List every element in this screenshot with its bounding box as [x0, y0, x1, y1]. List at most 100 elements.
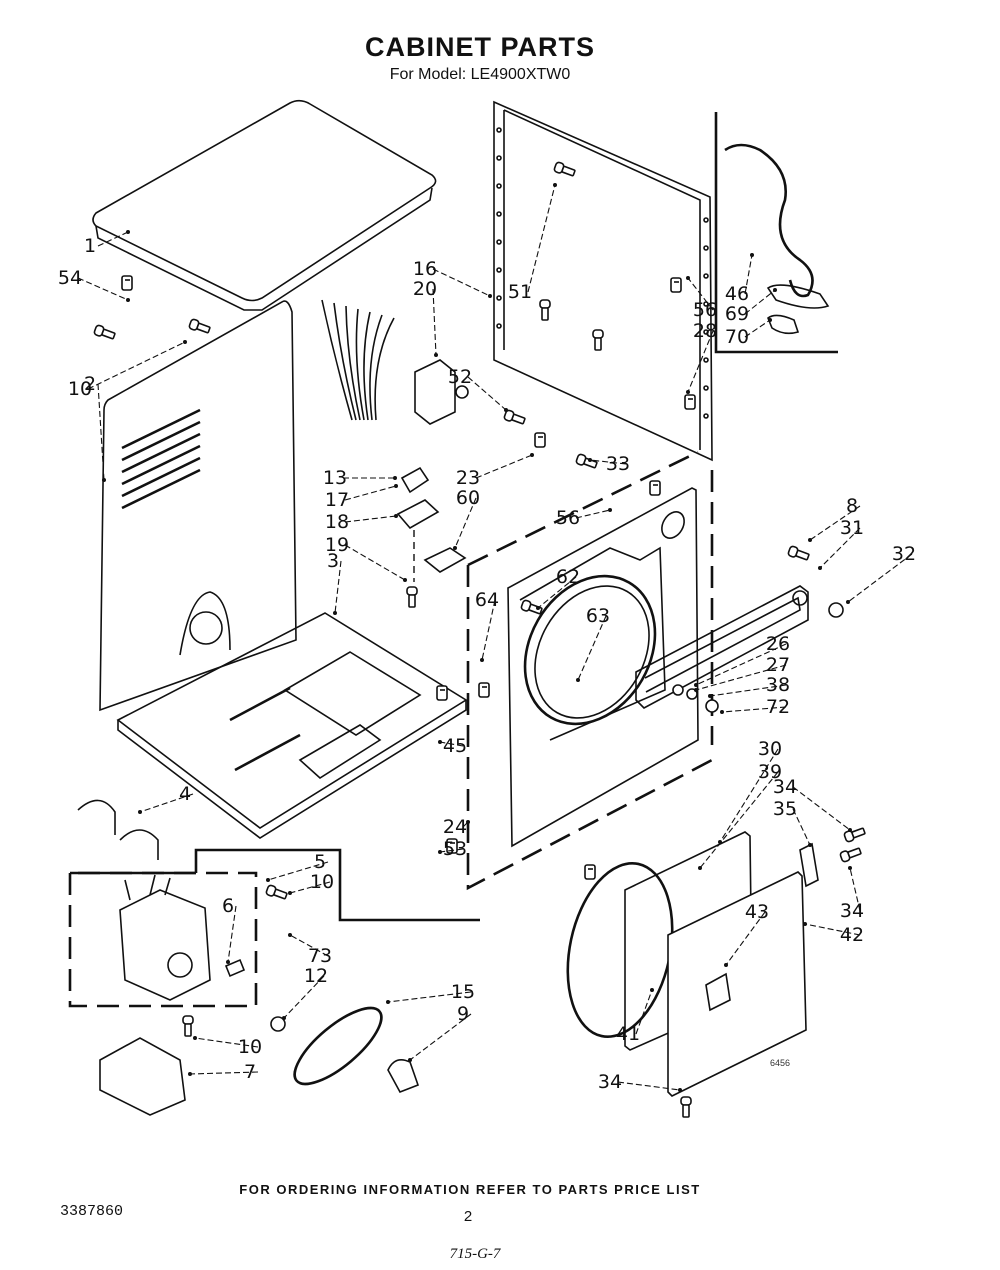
callout-leader-73 [289, 934, 329, 957]
clip-body [534, 432, 546, 448]
callout-arrowhead [183, 340, 187, 344]
front-panel-shape [507, 487, 699, 848]
clip-body [436, 685, 448, 701]
base-shape [116, 612, 468, 829]
callout-leader-41 [635, 989, 653, 1035]
top-panel-shape [92, 99, 437, 302]
screw-shank [851, 827, 866, 839]
callout-arrowhead [576, 678, 580, 682]
callout-arrowhead [750, 253, 754, 257]
base-slot [229, 686, 291, 722]
screw-shank [528, 603, 543, 615]
callout-label-15: 15 [451, 981, 475, 1003]
callout-arrowhead [288, 933, 292, 937]
callout-label-28: 28 [693, 320, 717, 342]
clip-icon [534, 432, 546, 448]
callout-leader-34 [849, 867, 861, 912]
screw-head [406, 586, 418, 596]
screw-head [592, 329, 604, 339]
callout-leader-43 [725, 911, 766, 966]
callout-leader-70 [744, 319, 771, 338]
callout-label-26: 26 [766, 633, 790, 655]
cord-clamp-large [766, 284, 830, 309]
callout-label-53: 53 [443, 838, 467, 860]
callout-leader-52 [467, 376, 507, 411]
callout-label-7: 7 [244, 1061, 256, 1083]
callout-leader-12 [283, 975, 325, 1019]
console-knob-seat [792, 590, 808, 606]
door-outer-panel-shape [667, 871, 807, 1097]
callout-leader-53 [439, 848, 464, 853]
clip-icon [446, 838, 458, 854]
side-panel-vent [121, 468, 201, 510]
callout-leader-4 [139, 793, 194, 813]
clip-icon [584, 864, 596, 880]
callout-arrowhead [686, 390, 690, 394]
callout-label-51: 51 [508, 281, 532, 303]
clip-body [121, 275, 133, 291]
callout-leaders [77, 183, 913, 1092]
side-panel-shape [99, 300, 297, 712]
screw-shank [682, 1104, 690, 1118]
motor-bracket-shape [99, 1037, 186, 1116]
callout-leader-33 [589, 459, 627, 465]
console-shape [635, 585, 809, 709]
callout-arrowhead [686, 276, 690, 280]
rear-panel-hole [703, 329, 709, 335]
callout-leader-45 [439, 741, 464, 747]
front-panel-inner [519, 546, 666, 741]
callout-leader-34 [617, 1081, 681, 1091]
hinge-35-shape [799, 842, 819, 888]
rear-panel-hole [703, 245, 709, 251]
cord-clamp-small [767, 314, 800, 335]
callout-leader-34 [792, 786, 851, 831]
callout-label-52: 52 [448, 366, 472, 388]
door-seal-ring [534, 585, 650, 719]
callout-label-38: 38 [766, 674, 790, 696]
screw-icon [188, 318, 211, 334]
callout-arrowhead [698, 866, 702, 870]
callout-leader-1 [97, 231, 129, 247]
callout-arrowhead [438, 850, 442, 854]
callout-arrowhead [394, 514, 398, 518]
base-edge [117, 700, 467, 839]
callout-label-16: 16 [413, 258, 437, 280]
callout-arrowhead [608, 508, 612, 512]
callout-label-19: 19 [325, 534, 349, 556]
motor-body [119, 889, 211, 1001]
callout-label-24: 24 [443, 816, 467, 838]
callout-label-41: 41 [616, 1023, 640, 1045]
motor-box [68, 871, 258, 1008]
callout-label-54: 54 [58, 267, 82, 289]
callout-label-72: 72 [766, 696, 790, 718]
lamp-62 [672, 684, 684, 696]
screw-icon [575, 453, 598, 469]
callout-arrowhead [504, 408, 508, 412]
callout-leader-38 [709, 684, 787, 697]
callout-leader-17 [344, 485, 397, 501]
callout-label-64: 64 [475, 589, 499, 611]
callout-label-42: 42 [840, 924, 864, 946]
callout-arrowhead [650, 988, 654, 992]
screw-icon [680, 1096, 692, 1118]
callout-arrowhead [848, 828, 852, 832]
screw-icon [843, 827, 866, 843]
side-panel-vent [121, 420, 201, 462]
callout-leader-30 [719, 748, 779, 843]
clip-icon [121, 275, 133, 291]
callout-label-6: 6 [222, 895, 234, 917]
callout-label-23: 23 [456, 467, 480, 489]
harness-wire [374, 317, 395, 421]
callout-label-9: 9 [457, 1003, 469, 1025]
revision-code: 715-G-7 [449, 1246, 501, 1262]
callout-label-12: 12 [304, 965, 328, 987]
callout-arrowhead [394, 484, 398, 488]
callout-leader-46 [744, 254, 753, 295]
callout-label-34: 34 [840, 900, 864, 922]
callout-arrowhead [488, 294, 492, 298]
base-plate [283, 651, 422, 736]
screw-shank [847, 847, 862, 859]
rear-panel-hole [496, 323, 502, 329]
callout-leader-35 [792, 808, 811, 846]
screw-icon [787, 545, 810, 561]
